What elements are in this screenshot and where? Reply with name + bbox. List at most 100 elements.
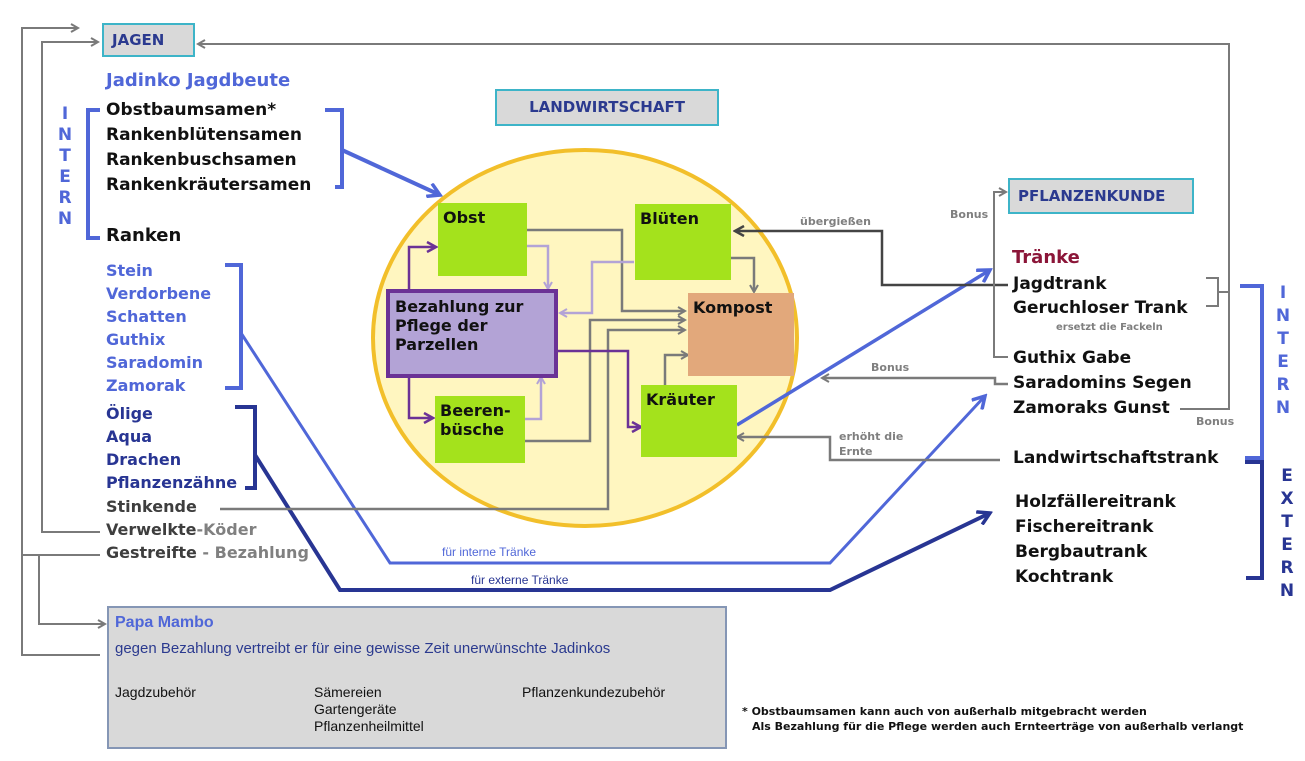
letter: R (1276, 375, 1290, 395)
letter: N (1279, 581, 1295, 601)
right-intern-label: I N T E R N (1274, 282, 1292, 420)
intern-group-bracket (225, 263, 243, 390)
letter: R (58, 188, 72, 208)
letter: E (1281, 535, 1293, 555)
landwirtschaftstrank: Landwirtschaftstrank (1013, 448, 1219, 468)
verwelkte-row: Verwelkte-Köder (106, 520, 256, 539)
payment-line: Parzellen (395, 335, 479, 355)
extern-potions: Holzfällereitrank Fischereitrank Bergbau… (1015, 490, 1176, 590)
drop-item: Aqua (106, 427, 153, 446)
potion-item: Holzfällereitrank (1015, 492, 1176, 512)
seed-item: Rankenbuschsamen (106, 150, 297, 170)
letter: N (57, 209, 73, 229)
seeds-bracket-left (86, 108, 100, 240)
payment-line: Pflege der (395, 316, 488, 336)
erhoeht-line: erhöht die (839, 430, 904, 443)
blueten-to-payment (560, 260, 634, 313)
hunt-potion-bracket (1206, 277, 1219, 307)
jagdbeute-title: Jadinko Jagdbeute (106, 70, 291, 91)
node-obst: Obst (438, 203, 527, 276)
potion-item: Guthix Gabe (1013, 348, 1132, 368)
papa-mambo-box: Papa Mambo gegen Bezahlung vertreibt er … (107, 606, 727, 749)
potion-item: Zamoraks Gunst (1013, 398, 1170, 418)
bonus-label-mid: Bonus (871, 361, 910, 374)
papa-mambo-title: Papa Mambo (115, 614, 214, 631)
node-kompost-label: Kompost (693, 298, 773, 317)
beeren-to-kompost (525, 320, 685, 443)
landwirtschaft-title: LANDWIRTSCHAFT (495, 89, 719, 126)
payment-to-obst (407, 247, 436, 290)
papa-mambo-description: gegen Bezahlung vertreibt er für eine ge… (115, 640, 611, 657)
intern-potion-path (239, 332, 985, 565)
node-kraeuter-label: Kräuter (646, 390, 715, 409)
traenke-title: Tränke (1012, 247, 1080, 268)
right-extern-bracket (1245, 460, 1264, 580)
shop-item: Sämereien (314, 684, 382, 700)
node-blueten: Blüten (635, 204, 731, 280)
letter: X (1280, 489, 1294, 509)
obst-to-kompost (527, 228, 685, 311)
hunt-potions: Jagdtrank Geruchloser Trank (1013, 272, 1188, 320)
beeren-line: büsche (440, 420, 505, 440)
potion-item: Kochtrank (1015, 567, 1114, 587)
obst-to-payment (527, 244, 548, 289)
pflanzenkunde-bonus-loop (993, 192, 1008, 358)
node-payment: Bezahlung zur Pflege der Parzellen (386, 289, 558, 378)
intern-drop-list: Stein Verdorbene Schatten Guthix Saradom… (106, 259, 211, 397)
node-blueten-label: Blüten (640, 209, 699, 228)
papa-col-landwirtschaft: Sämereien Gartengeräte Pflanzenheilmitte… (314, 684, 424, 735)
shop-item: Pflanzenheilmittel (314, 718, 424, 734)
shop-item: Pflanzenkundezubehör (522, 684, 666, 700)
potion-item: Bergbautrank (1015, 542, 1148, 562)
drop-item: Guthix (106, 330, 166, 349)
bonus-to-jagen (198, 44, 1230, 410)
verwelkte: Verwelkte (106, 520, 197, 539)
payment-to-kraeuter (558, 349, 641, 427)
footnote-2: Als Bezahlung für die Pflege werden auch… (752, 720, 1244, 733)
stinkende: Stinkende (106, 497, 197, 516)
erhoeht-label: erhöht die Ernte (839, 429, 903, 459)
node-kompost: Kompost (688, 293, 794, 376)
footnote-1: * Obstbaumsamen kann auch von außerhalb … (742, 705, 1147, 718)
bonus-label-right: Bonus (1196, 415, 1235, 428)
kraeuter-to-kompost (663, 355, 688, 385)
blueten-to-kompost (731, 256, 754, 292)
letter: R (1280, 558, 1294, 578)
gestreifte-row: Gestreifte - Bezahlung (106, 543, 309, 562)
gestreifte: Gestreifte (106, 543, 197, 562)
drop-item: Zamorak (106, 376, 186, 395)
bonus-label-top: Bonus (950, 208, 989, 221)
koeder-label: -Köder (196, 520, 257, 539)
ranken: Ranken (106, 225, 182, 246)
papa-col-pflanzenkunde: Pflanzenkundezubehör (522, 684, 665, 701)
seed-item: Rankenkräutersamen (106, 175, 312, 195)
loop-verwelkte (41, 42, 100, 533)
letter: E (1281, 466, 1293, 486)
papa-col-jagd: Jagdzubehör (115, 684, 196, 701)
drop-item: Pflanzenzähne (106, 473, 238, 492)
payment-line: Bezahlung zur (395, 297, 524, 316)
extern-drop-list: Ölige Aqua Drachen Pflanzenzähne (106, 402, 237, 494)
fuer-interne-label: für interne Tränke (442, 545, 537, 559)
right-intern-bracket (1240, 284, 1264, 460)
letter: E (59, 167, 71, 187)
shop-item: Jagdzubehör (115, 684, 196, 700)
letter: E (1277, 352, 1289, 372)
stinkende-to-kompost (220, 330, 685, 511)
letter: T (1281, 512, 1293, 532)
jagdtrank-to-blueten (735, 231, 1008, 287)
drop-item: Drachen (106, 450, 182, 469)
bonus-to-kraeuter (822, 378, 1008, 386)
uebergiessen-label: übergießen (800, 215, 871, 228)
drop-item: Ölige (106, 404, 153, 423)
loop-gestreifte (38, 554, 105, 624)
node-obst-label: Obst (443, 208, 486, 227)
potion-item: Saradomins Segen (1013, 373, 1192, 393)
seeds-bracket-right (325, 108, 344, 189)
kraeuter-to-traenke (736, 270, 990, 427)
fuer-externe-label: für externe Tränke (471, 573, 569, 587)
letter: T (59, 146, 71, 166)
letter: I (61, 104, 69, 124)
potion-item: Fischereitrank (1015, 517, 1154, 537)
drop-item: Stein (106, 261, 153, 280)
